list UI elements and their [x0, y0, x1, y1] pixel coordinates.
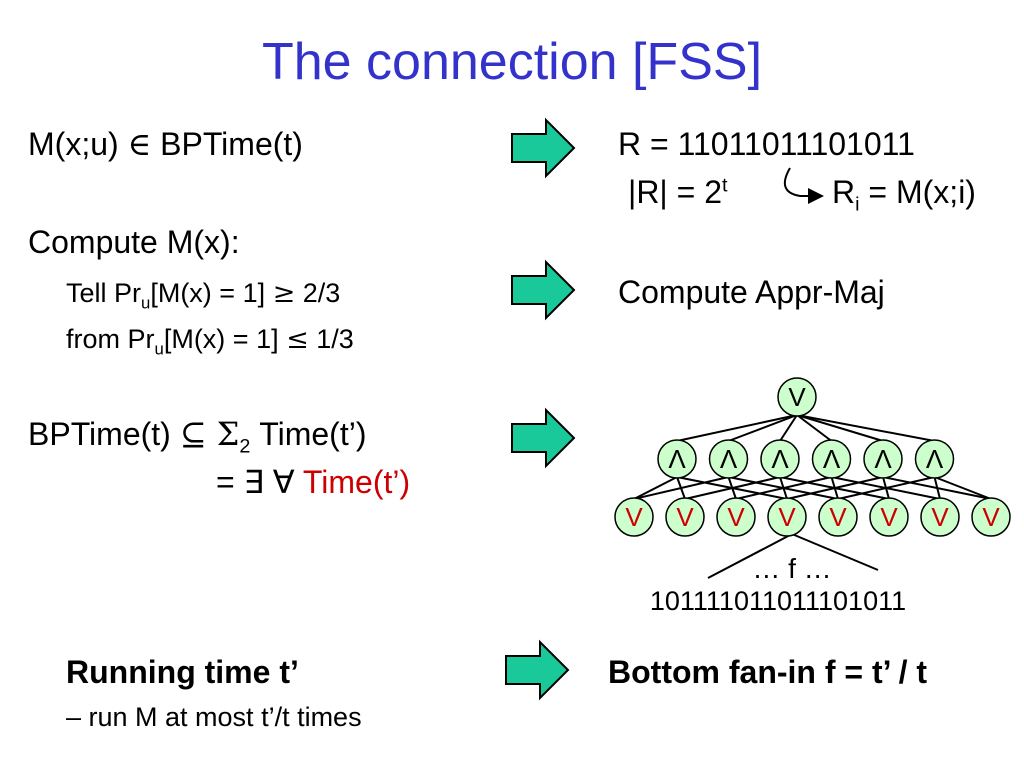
or-gate-bottom-label: V: [880, 502, 898, 532]
run-m-bullet: – run M at most t’/t times: [66, 702, 362, 732]
arrow-icon-row3: [511, 407, 576, 469]
or-gate-bottom-label: V: [931, 502, 949, 532]
or-gate-bottom: V: [614, 497, 654, 537]
or-gate-bottom-label: V: [982, 502, 1000, 532]
arrow-icon-row4: [505, 639, 570, 701]
or-gate-bottom-label: V: [778, 502, 796, 532]
and-gate-label: Λ: [720, 444, 738, 474]
and-gate-label: Λ: [926, 444, 944, 474]
fanin-label: … f …: [752, 553, 831, 584]
curved-arrow-icon: [783, 167, 824, 204]
and-gate-label: Λ: [874, 444, 892, 474]
or-gate-bottom: V: [767, 497, 807, 537]
and-gate: Λ: [914, 439, 955, 479]
input-bits: 101111011011101011: [650, 586, 906, 616]
compute-heading: Compute M(x):: [28, 224, 240, 260]
arrow-icon-row1: [511, 117, 576, 179]
or-gate-bottom-label: V: [829, 502, 847, 532]
compute-appr-maj: Compute Appr-Maj: [618, 274, 885, 310]
exists-forall-time: = ∃ ∀ Time(t’): [216, 464, 411, 500]
and-gate: Λ: [863, 439, 903, 479]
circuit-wires: [633, 414, 992, 500]
and-gate-label: Λ: [668, 444, 686, 474]
and-gate: Λ: [811, 439, 852, 479]
random-string-r: R = 11011011101011: [618, 126, 915, 162]
or-gate-bottom: V: [869, 497, 909, 537]
slide-title: The connection [FSS]: [261, 33, 763, 91]
or-gate-bottom: V: [920, 497, 960, 537]
and-gate-label: Λ: [823, 444, 841, 474]
and-gate: Λ: [708, 439, 749, 479]
from-line: from Pru[M(x) = 1] ≤ 1/3: [66, 324, 354, 359]
and-gate: Λ: [760, 439, 800, 479]
or-gate-bottom: V: [716, 497, 756, 537]
and-gate-label: Λ: [771, 444, 789, 474]
or-gate-top-label: V: [788, 382, 806, 412]
or-gate-bottom: V: [818, 497, 858, 537]
length-of-r: |R| = 2t: [628, 174, 728, 210]
bptime-containment: BPTime(t) ⊆ Σ2 Time(t’): [28, 415, 367, 458]
tell-line: Tell Pru[M(x) = 1] ≥ 2/3: [66, 278, 341, 313]
running-time-label: Running time t’: [66, 654, 299, 690]
or-gate-top: V: [777, 377, 817, 417]
and-gate: Λ: [657, 439, 697, 479]
or-gate-bottom-label: V: [727, 502, 745, 532]
or-gate-bottom-label: V: [676, 502, 694, 532]
fanin-lines: [707, 533, 879, 579]
arrow-icon-row2: [511, 259, 576, 321]
bottom-fanin-label: Bottom fan-in f = t’ / t: [608, 654, 928, 690]
or-gate-bottom: V: [665, 497, 705, 537]
or-gate-bottom-label: V: [625, 502, 643, 532]
ri-definition: Ri = M(x;i): [832, 174, 976, 216]
or-gate-bottom: V: [971, 497, 1011, 537]
row1-left-text: M(x;u) ∈ BPTime(t): [28, 125, 303, 163]
